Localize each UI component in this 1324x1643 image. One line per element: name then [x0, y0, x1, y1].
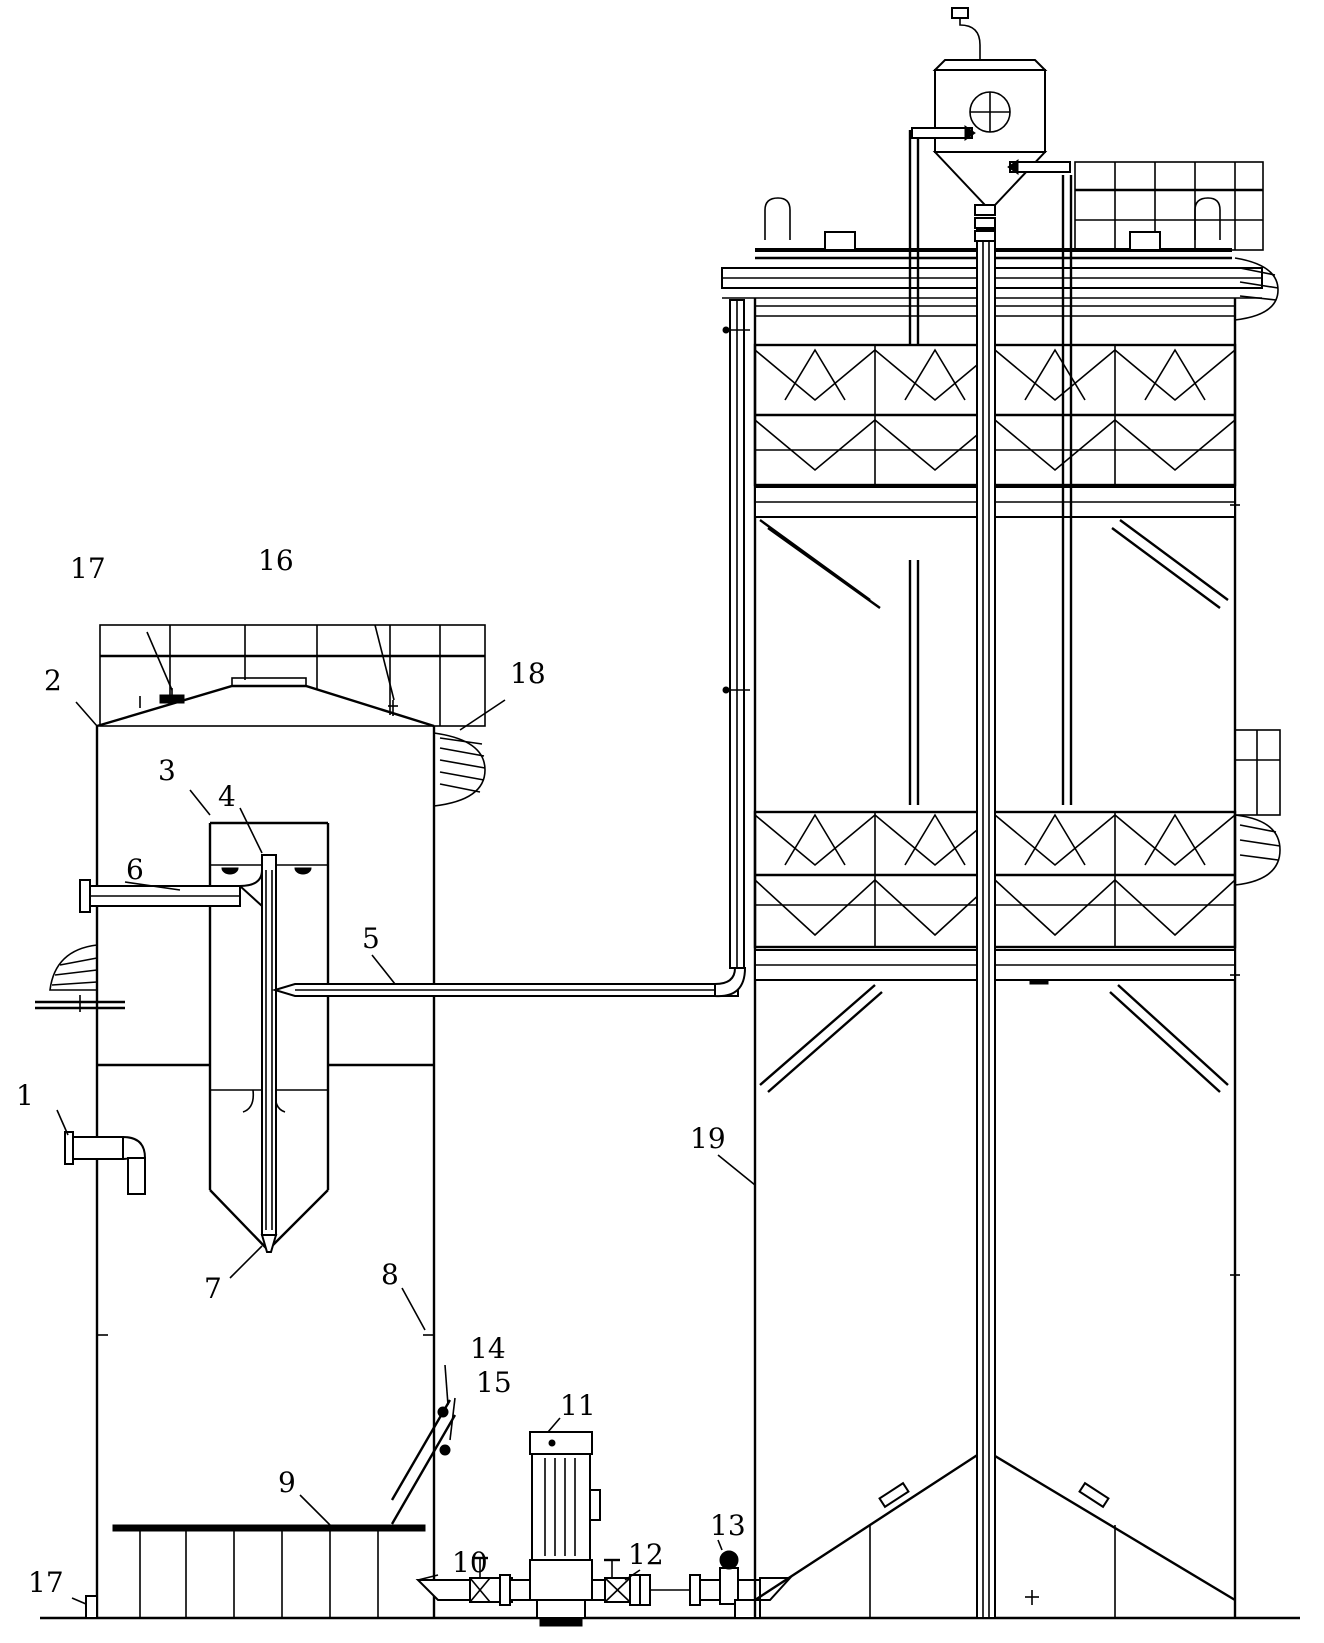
- top-separator: [911, 7, 1071, 242]
- right-tower: [721, 130, 1281, 1619]
- label-12: 12: [628, 1538, 664, 1571]
- left-tank-stair-right: [433, 732, 486, 807]
- tower-stair-right: [1234, 729, 1281, 886]
- label-8: 8: [381, 1258, 399, 1291]
- label-18: 18: [510, 657, 546, 690]
- label-6: 6: [126, 853, 144, 886]
- pipe-5: [271, 299, 750, 998]
- inlet-pipe: [64, 1131, 147, 1195]
- pipe-6: [79, 869, 263, 913]
- label-3: 3: [158, 754, 176, 787]
- label-17-bottom: 17: [28, 1566, 64, 1599]
- label-5: 5: [362, 922, 380, 955]
- label-15: 15: [476, 1366, 512, 1399]
- label-14: 14: [470, 1332, 506, 1365]
- tower-top-railing: [1074, 161, 1264, 251]
- tank-foot: [85, 1595, 98, 1619]
- label-9: 9: [278, 1466, 296, 1499]
- left-tank-railing: [99, 624, 486, 727]
- label-2: 2: [44, 664, 62, 697]
- label-17-top: 17: [70, 552, 106, 585]
- label-16: 16: [258, 544, 294, 577]
- pump-line: [415, 1431, 793, 1627]
- leader-lines: [56, 624, 756, 1605]
- label-11: 11: [560, 1389, 596, 1422]
- callout-labels: 1 2 3 4 5 6 7 8 9 10 11 12 13 14 15 16 1…: [16, 544, 746, 1599]
- label-19: 19: [690, 1122, 726, 1155]
- inner-vessel: [208, 821, 330, 1253]
- label-1: 1: [16, 1079, 34, 1112]
- label-4: 4: [218, 780, 236, 813]
- left-tank: [35, 624, 486, 1619]
- label-13: 13: [710, 1509, 746, 1542]
- left-tank-stair-left: [35, 944, 125, 1012]
- bottom-distributor: [112, 1524, 426, 1618]
- label-7: 7: [204, 1272, 222, 1305]
- label-10: 10: [452, 1546, 488, 1579]
